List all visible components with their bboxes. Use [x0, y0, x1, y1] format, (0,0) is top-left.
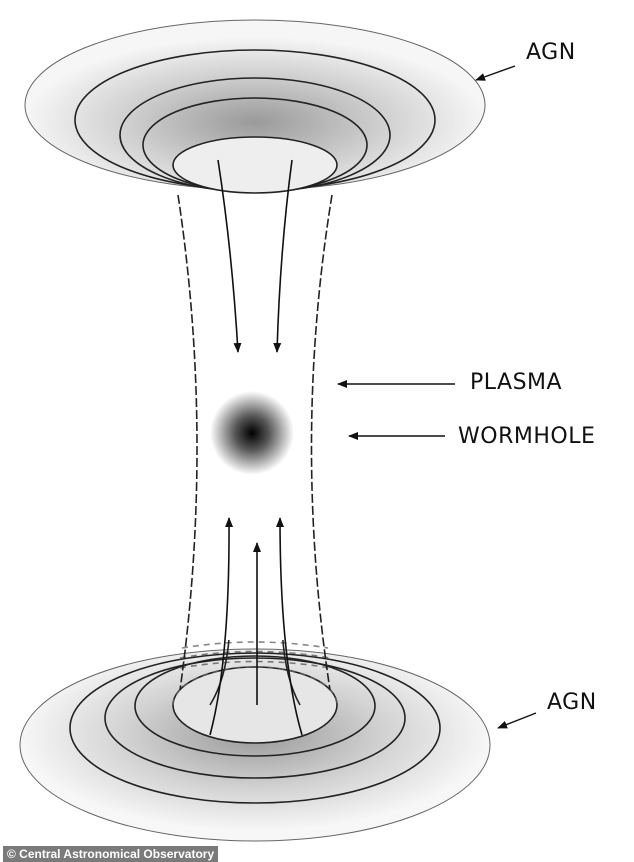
bottom-agn-disk: [19, 641, 491, 842]
plasma-label: PLASMA: [470, 370, 563, 395]
top-agn-disk: [24, 19, 486, 194]
agn-bottom-label: AGN: [547, 690, 597, 715]
wormhole-sphere: [210, 391, 294, 475]
label-pointers: [337, 65, 537, 729]
agn-top-label: AGN: [526, 40, 576, 65]
plasma-flow-arrows: [209, 159, 303, 736]
tube-right-edge: [310, 194, 333, 691]
tube-left-edge: [177, 194, 198, 691]
image-credit: © Central Astronomical Observatory: [3, 846, 219, 862]
wormhole-label: WORMHOLE: [458, 424, 596, 449]
